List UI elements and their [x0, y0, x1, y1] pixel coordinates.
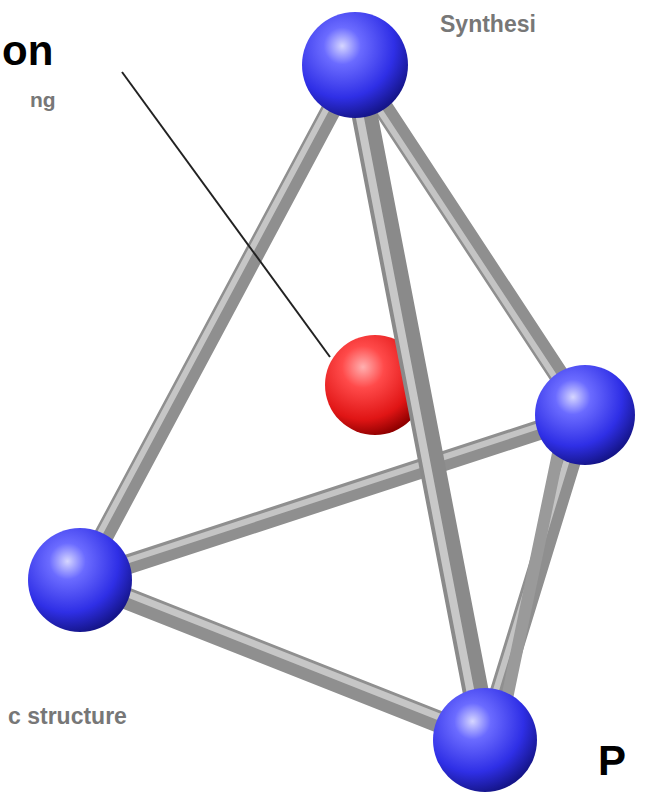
bond-rod [500, 420, 565, 732]
bond-highlight [76, 63, 351, 578]
outer-atom [535, 365, 635, 465]
front-rods [76, 63, 585, 741]
outer-atom [302, 12, 408, 118]
bond-highlight [350, 66, 480, 741]
callout-subtitle: ng [30, 88, 56, 111]
bond-rod [80, 65, 355, 580]
bond-rod [355, 65, 485, 740]
bond-highlight [80, 575, 485, 735]
outer-atom [433, 688, 537, 792]
heading-fragment: Synthesi [440, 12, 536, 37]
callout-title: on [2, 28, 53, 74]
caption-fragment: c structure [8, 704, 127, 729]
back-rods [80, 65, 585, 580]
outer-atoms [28, 12, 635, 792]
heading-fragment: P [598, 738, 626, 784]
leader-line [122, 72, 330, 357]
outer-atom [28, 528, 132, 632]
bond-rod [80, 580, 485, 740]
